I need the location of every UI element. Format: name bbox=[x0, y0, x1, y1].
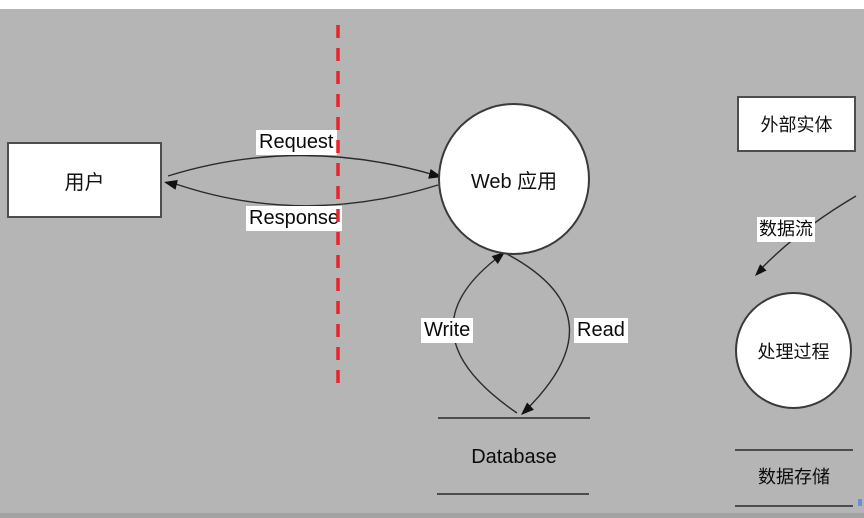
legend-dataflow-arrowhead bbox=[755, 264, 767, 276]
arrowhead-into-webapp-bottom bbox=[491, 252, 505, 264]
request-flow-label: Request bbox=[256, 130, 337, 155]
legend-dataflow-label: 数据流 bbox=[757, 217, 815, 242]
arrowhead-into-database bbox=[521, 402, 534, 415]
diagram-canvas bbox=[0, 9, 864, 513]
arrowhead-into-user bbox=[164, 180, 178, 190]
user-entity-label: 用户 bbox=[64, 171, 105, 194]
request-flow-line bbox=[167, 154, 439, 177]
user-entity-node: 用户 bbox=[7, 142, 162, 218]
read-flow-label: Read bbox=[574, 318, 628, 343]
legend-external-entity-node: 外部实体 bbox=[737, 96, 856, 152]
legend-process-node: 处理过程 bbox=[735, 292, 852, 409]
webapp-process-node: Web 应用 bbox=[438, 103, 590, 255]
legend-external-entity-label: 外部实体 bbox=[760, 115, 833, 135]
response-flow-line bbox=[169, 181, 439, 207]
write-flow-label: Write bbox=[421, 318, 474, 343]
bottom-strip bbox=[0, 513, 864, 518]
database-store-label: Database bbox=[471, 446, 557, 468]
read-flow-line bbox=[506, 253, 571, 414]
legend-process-label: 处理过程 bbox=[757, 341, 830, 362]
response-flow-label: Response bbox=[246, 206, 343, 231]
webapp-process-label: Web 应用 bbox=[470, 170, 558, 193]
text-cursor-artifact bbox=[858, 499, 862, 506]
legend-datastore-label: 数据存储 bbox=[758, 467, 830, 487]
